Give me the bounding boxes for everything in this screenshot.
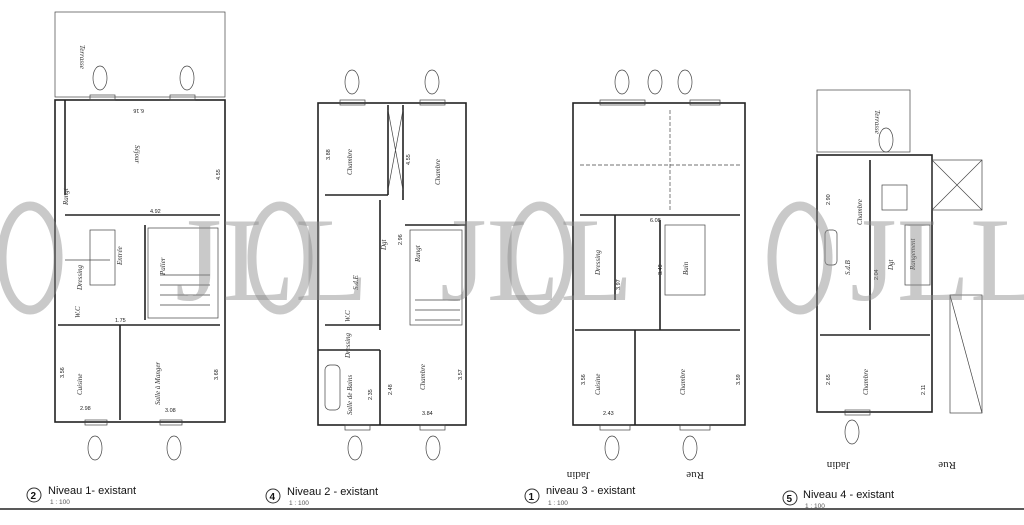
dimension: 6.08 — [650, 218, 661, 224]
orientation-label-street: Rue — [686, 469, 704, 481]
jll-watermark: JLL JLL JLL JLL — [0, 193, 1024, 326]
dimension: 2.96 — [398, 234, 404, 245]
room-label: Palier — [159, 257, 167, 276]
view-title: Niveau 2 - existant — [287, 486, 378, 498]
dimension: 3.49 — [658, 264, 664, 275]
terrace-outline — [816, 89, 911, 153]
outer-wall — [816, 154, 933, 413]
dimension: 3.97 — [616, 279, 622, 290]
view-scale: 1 : 100 — [289, 500, 309, 507]
room-label: Dressing — [594, 249, 602, 276]
dimension: 2.98 — [80, 406, 91, 412]
room-label: Chambre — [679, 369, 687, 395]
plan-niveau-1: Terrasse Séjour Rangt Dressing Entrée Pa… — [54, 11, 226, 461]
room-label: Chambre — [434, 159, 442, 185]
view-number: 2 — [31, 491, 37, 502]
view-title: Niveau 1- existant — [48, 485, 136, 497]
dimension: 4.55 — [406, 154, 412, 165]
orientation-label-street: Rue — [938, 459, 956, 471]
view-title: Niveau 4 - existant — [803, 489, 894, 501]
dimension: 3.56 — [581, 374, 587, 385]
room-label: Chambre — [346, 149, 354, 175]
view-title: niveau 3 - existant — [546, 485, 635, 497]
watermark-text: JLL — [850, 193, 1024, 326]
orientation-label-garden: Jadin — [826, 459, 850, 471]
room-label: Bain — [682, 261, 690, 275]
room-label: Salle de Bains — [346, 375, 354, 415]
section-marker-icon — [179, 65, 195, 91]
plan-niveau-3: Dressing Bain Cuisine Chambre 6.08 3.97 … — [566, 69, 746, 481]
plan-niveau-4: Terrasse Chambre S.d.B Dgt Chambre Range… — [816, 89, 983, 471]
outer-wall — [572, 102, 746, 426]
view-number: 1 — [529, 492, 535, 503]
dimension: 6.16 — [133, 107, 144, 113]
room-label: Rangt — [414, 244, 422, 263]
watermark-text: JLL — [175, 193, 368, 326]
dimension: 4.55 — [216, 169, 222, 180]
room-label: Entrée — [116, 246, 124, 266]
dimension: 2.48 — [388, 384, 394, 395]
dimension: 2.90 — [826, 194, 832, 205]
terrace-outline — [54, 11, 226, 98]
view-scale: 1 : 100 — [805, 503, 825, 510]
room-label: Dressing — [344, 332, 352, 359]
view-number: 4 — [270, 492, 276, 503]
room-label: Dgt — [380, 238, 388, 251]
caption-niveau-3: 1 niveau 3 - existant 1 : 100 — [524, 485, 635, 507]
room-label: Séjour — [133, 145, 141, 164]
room-label: Dressing — [76, 264, 84, 291]
view-scale: 1 : 100 — [50, 499, 70, 506]
view-scale: 1 : 100 — [548, 500, 568, 507]
dimension: 2.35 — [368, 389, 374, 400]
section-marker-icon — [92, 65, 108, 91]
room-label: Chambre — [419, 364, 427, 390]
room-label: Cuisine — [594, 374, 602, 395]
view-number: 5 — [787, 494, 793, 505]
outer-wall — [54, 99, 226, 423]
room-label: S.d.E — [352, 275, 360, 291]
dimension: 2.11 — [921, 385, 927, 395]
dimension: 3.59 — [736, 374, 742, 385]
room-label: Terrasse — [78, 45, 86, 69]
caption-niveau-4: 5 Niveau 4 - existant 1 : 100 — [782, 489, 894, 510]
room-label: Rangement — [909, 237, 917, 271]
room-label: W.C — [74, 306, 82, 318]
room-label: Salle à Manger — [154, 362, 162, 405]
section-marker-icon — [87, 435, 103, 461]
dimension: 3.56 — [60, 367, 66, 378]
section-marker-icon — [166, 435, 182, 461]
room-label: Chambre — [856, 199, 864, 225]
dimension: 3.08 — [165, 408, 176, 414]
room-label: S.d.B — [844, 260, 852, 276]
dimension: 3.57 — [458, 369, 464, 380]
room-label: Rangt — [62, 187, 70, 206]
dimension: 1.75 — [115, 318, 126, 324]
dimension: 2.04 — [874, 269, 880, 280]
dimension: 3.88 — [326, 149, 332, 160]
caption-niveau-1: 2 Niveau 1- existant 1 : 100 — [26, 485, 136, 506]
dimension: 3.84 — [422, 411, 433, 417]
room-label: Dgt — [887, 258, 895, 271]
caption-niveau-2: 4 Niveau 2 - existant 1 : 100 — [265, 486, 378, 507]
dimension: 2.65 — [826, 374, 832, 385]
plan-niveau-2: Chambre Chambre Dgt S.d.E Rangt W.C Dres… — [317, 69, 467, 461]
outer-wall — [317, 102, 467, 426]
orientation-label-garden: Jadin — [566, 469, 590, 481]
dimension: 2.43 — [603, 411, 614, 417]
room-label: Cuisine — [76, 374, 84, 395]
room-label: Terrasse — [873, 110, 881, 134]
dimension: 4.92 — [150, 209, 161, 215]
room-label: Chambre — [862, 369, 870, 395]
room-label: W.C — [344, 310, 352, 322]
dimension: 3.68 — [214, 369, 220, 380]
watermark-text: JLL — [440, 193, 633, 326]
